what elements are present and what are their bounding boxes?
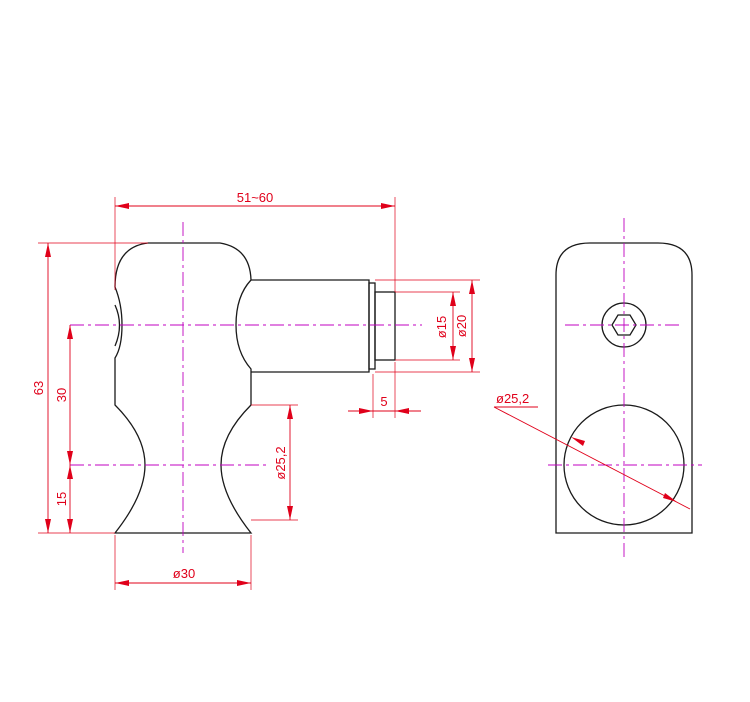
front-dimensions: 51~60 63 30 15 ø25,2 ø30: [31, 190, 480, 590]
body-bore-arc: [114, 304, 121, 347]
side-view: ø25,2: [493, 218, 702, 557]
dim-axis-height-label: 30: [54, 388, 69, 402]
dim-total-length-label: 51~60: [237, 190, 274, 205]
dim-pin-large-diameter-label: ø20: [454, 315, 469, 337]
dim-pin-small-diameter-label: ø15: [434, 316, 449, 338]
body-outline: [113, 242, 253, 534]
dim-total-height-label: 63: [31, 381, 46, 395]
dim-line-bore-diameter: [493, 406, 691, 510]
dim-pin-step-label: 5: [380, 394, 387, 409]
pin-tip: [374, 291, 396, 361]
side-body-outline: [555, 242, 693, 534]
dim-bore-diameter-label: ø25,2: [496, 391, 529, 406]
pin-collar: [368, 282, 376, 370]
front-view: [70, 222, 422, 553]
dim-base-diameter-label: ø30: [173, 566, 195, 581]
dim-base-height-label: 15: [54, 492, 69, 506]
pin-shaft: [251, 279, 370, 373]
dim-groove-diameter-label: ø25,2: [273, 446, 288, 479]
